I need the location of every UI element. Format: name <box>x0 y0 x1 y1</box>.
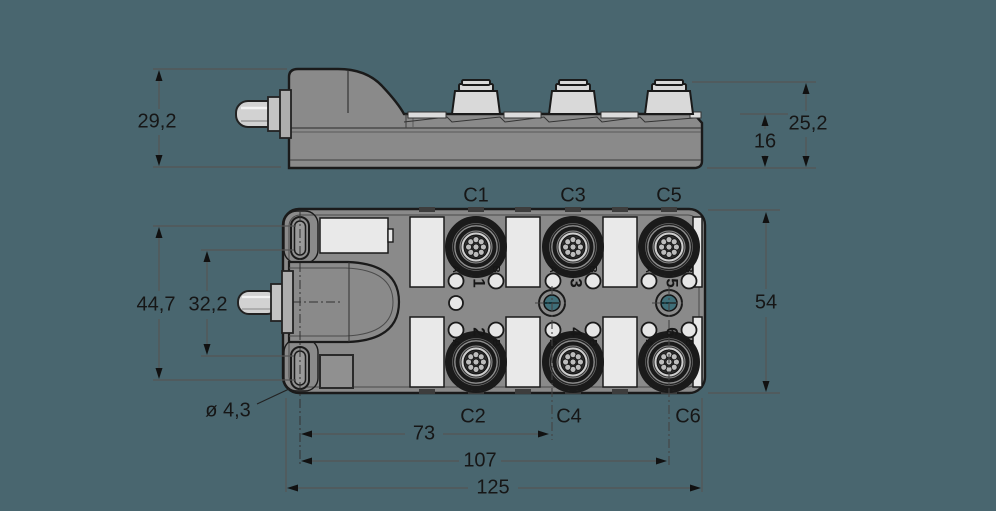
dim-mounting-span-label: 44,7 <box>137 293 176 315</box>
cable-top-icon <box>237 270 294 334</box>
arrow-down-icon <box>203 344 211 355</box>
led-2b <box>487 321 505 339</box>
port-label-c5: C5 <box>656 184 682 206</box>
diagnostic-led <box>448 295 464 311</box>
led-2a <box>447 321 465 339</box>
dim-mounting-span: 44,7 <box>137 225 296 381</box>
dim-overall-length-label: 125 <box>476 476 509 498</box>
dim-107: 107 <box>301 449 667 471</box>
led-label-a: A <box>450 339 462 347</box>
side-connector-bump-2 <box>548 79 598 115</box>
fixing-hole-1 <box>535 286 569 320</box>
arrow-up-icon <box>203 251 211 262</box>
cable-hood <box>287 260 401 344</box>
arrow-down-icon <box>155 368 163 379</box>
led-1b <box>487 272 505 290</box>
arrow-down-icon <box>761 156 769 167</box>
led-label-b: B <box>490 339 502 347</box>
dim-connector-height: 25,2 <box>692 81 828 169</box>
led-3a <box>544 272 562 290</box>
housing-side-body <box>287 67 704 170</box>
port-label-c2: C2 <box>460 405 486 427</box>
port-number-1: 1 <box>470 278 489 287</box>
led-1a <box>447 272 465 290</box>
arrow-down-icon <box>155 155 163 166</box>
port-label-c1: C1 <box>463 184 489 206</box>
port-indicators-bottom-row: A B 2 A B 4 A B 6 <box>447 321 698 347</box>
arrow-up-icon <box>762 212 770 223</box>
dim-connector-height-label: 25,2 <box>789 112 828 134</box>
arrow-left-icon <box>301 430 312 438</box>
port-number-2: 2 <box>470 327 489 336</box>
label-plate <box>319 217 394 254</box>
dim-overall-length: 125 <box>287 476 701 498</box>
small-cover-square <box>319 354 354 389</box>
led-label-a: A <box>547 265 559 273</box>
arrow-right-icon <box>656 457 667 465</box>
side-connector-bump-1 <box>451 79 501 115</box>
arrow-down-icon <box>802 156 810 167</box>
cable-gland-side-icon <box>267 89 292 139</box>
led-4a <box>544 321 562 339</box>
led-label-b: B <box>490 265 502 273</box>
side-view: 29,2 25,2 16 <box>138 67 828 170</box>
port-number-5: 5 <box>663 278 682 287</box>
dim-slot-span-label: 32,2 <box>189 293 228 315</box>
led-3b <box>584 272 602 290</box>
arrow-left-icon <box>287 484 298 492</box>
arrow-right-icon <box>538 430 549 438</box>
led-5b <box>680 272 698 290</box>
led-4b <box>584 321 602 339</box>
dim-overall-height-label: 29,2 <box>138 110 177 132</box>
separator-plates <box>409 216 703 388</box>
led-label-a: A <box>643 265 655 273</box>
arrow-down-icon <box>762 381 770 392</box>
led-label-b: B <box>587 265 599 273</box>
port-number-6: 6 <box>663 327 682 336</box>
arrow-up-icon <box>761 115 769 126</box>
led-label-b: B <box>683 265 695 273</box>
led-label-b: B <box>683 339 695 347</box>
led-5a <box>640 272 658 290</box>
led-label-b: B <box>587 339 599 347</box>
dim-107-label: 107 <box>463 449 496 471</box>
port-number-4: 4 <box>567 327 586 337</box>
dim-slot-span: 32,2 <box>189 249 294 357</box>
led-label-a: A <box>547 339 559 347</box>
dim-overall-height: 29,2 <box>138 68 287 168</box>
callout-hole-diameter: ø 4,3 <box>205 388 290 421</box>
led-label-a: A <box>450 265 462 273</box>
port-indicators-top-row: A B 1 A B 3 A B 5 <box>447 265 698 290</box>
arrow-up-icon <box>802 83 810 94</box>
port-label-c4: C4 <box>556 405 582 427</box>
top-view: A B 1 A B 3 A B 5 A B 2 A B 4 <box>137 184 780 498</box>
leader-line <box>256 388 290 405</box>
arrow-up-icon <box>155 70 163 81</box>
led-label-a: A <box>643 339 655 347</box>
port-label-c6: C6 <box>675 405 701 427</box>
led-6b <box>680 321 698 339</box>
dim-body-height-label: 16 <box>754 130 776 152</box>
port-number-3: 3 <box>567 278 586 287</box>
port-label-c3: C3 <box>560 184 586 206</box>
dim-hole-diameter-label: ø 4,3 <box>205 399 251 421</box>
arrow-up-icon <box>155 227 163 238</box>
dim-73: 73 <box>301 422 549 444</box>
dim-housing-height-label: 54 <box>755 291 777 313</box>
dim-73-label: 73 <box>413 422 435 444</box>
arrow-right-icon <box>690 484 701 492</box>
gasket-zigzag-line <box>403 116 695 123</box>
side-connector-bump-3 <box>644 79 694 115</box>
fixing-hole-2 <box>652 286 686 320</box>
led-6a <box>640 321 658 339</box>
arrow-left-icon <box>301 457 312 465</box>
dim-housing-height: 54 <box>708 209 780 394</box>
dim-body-height: 16 <box>740 113 788 167</box>
